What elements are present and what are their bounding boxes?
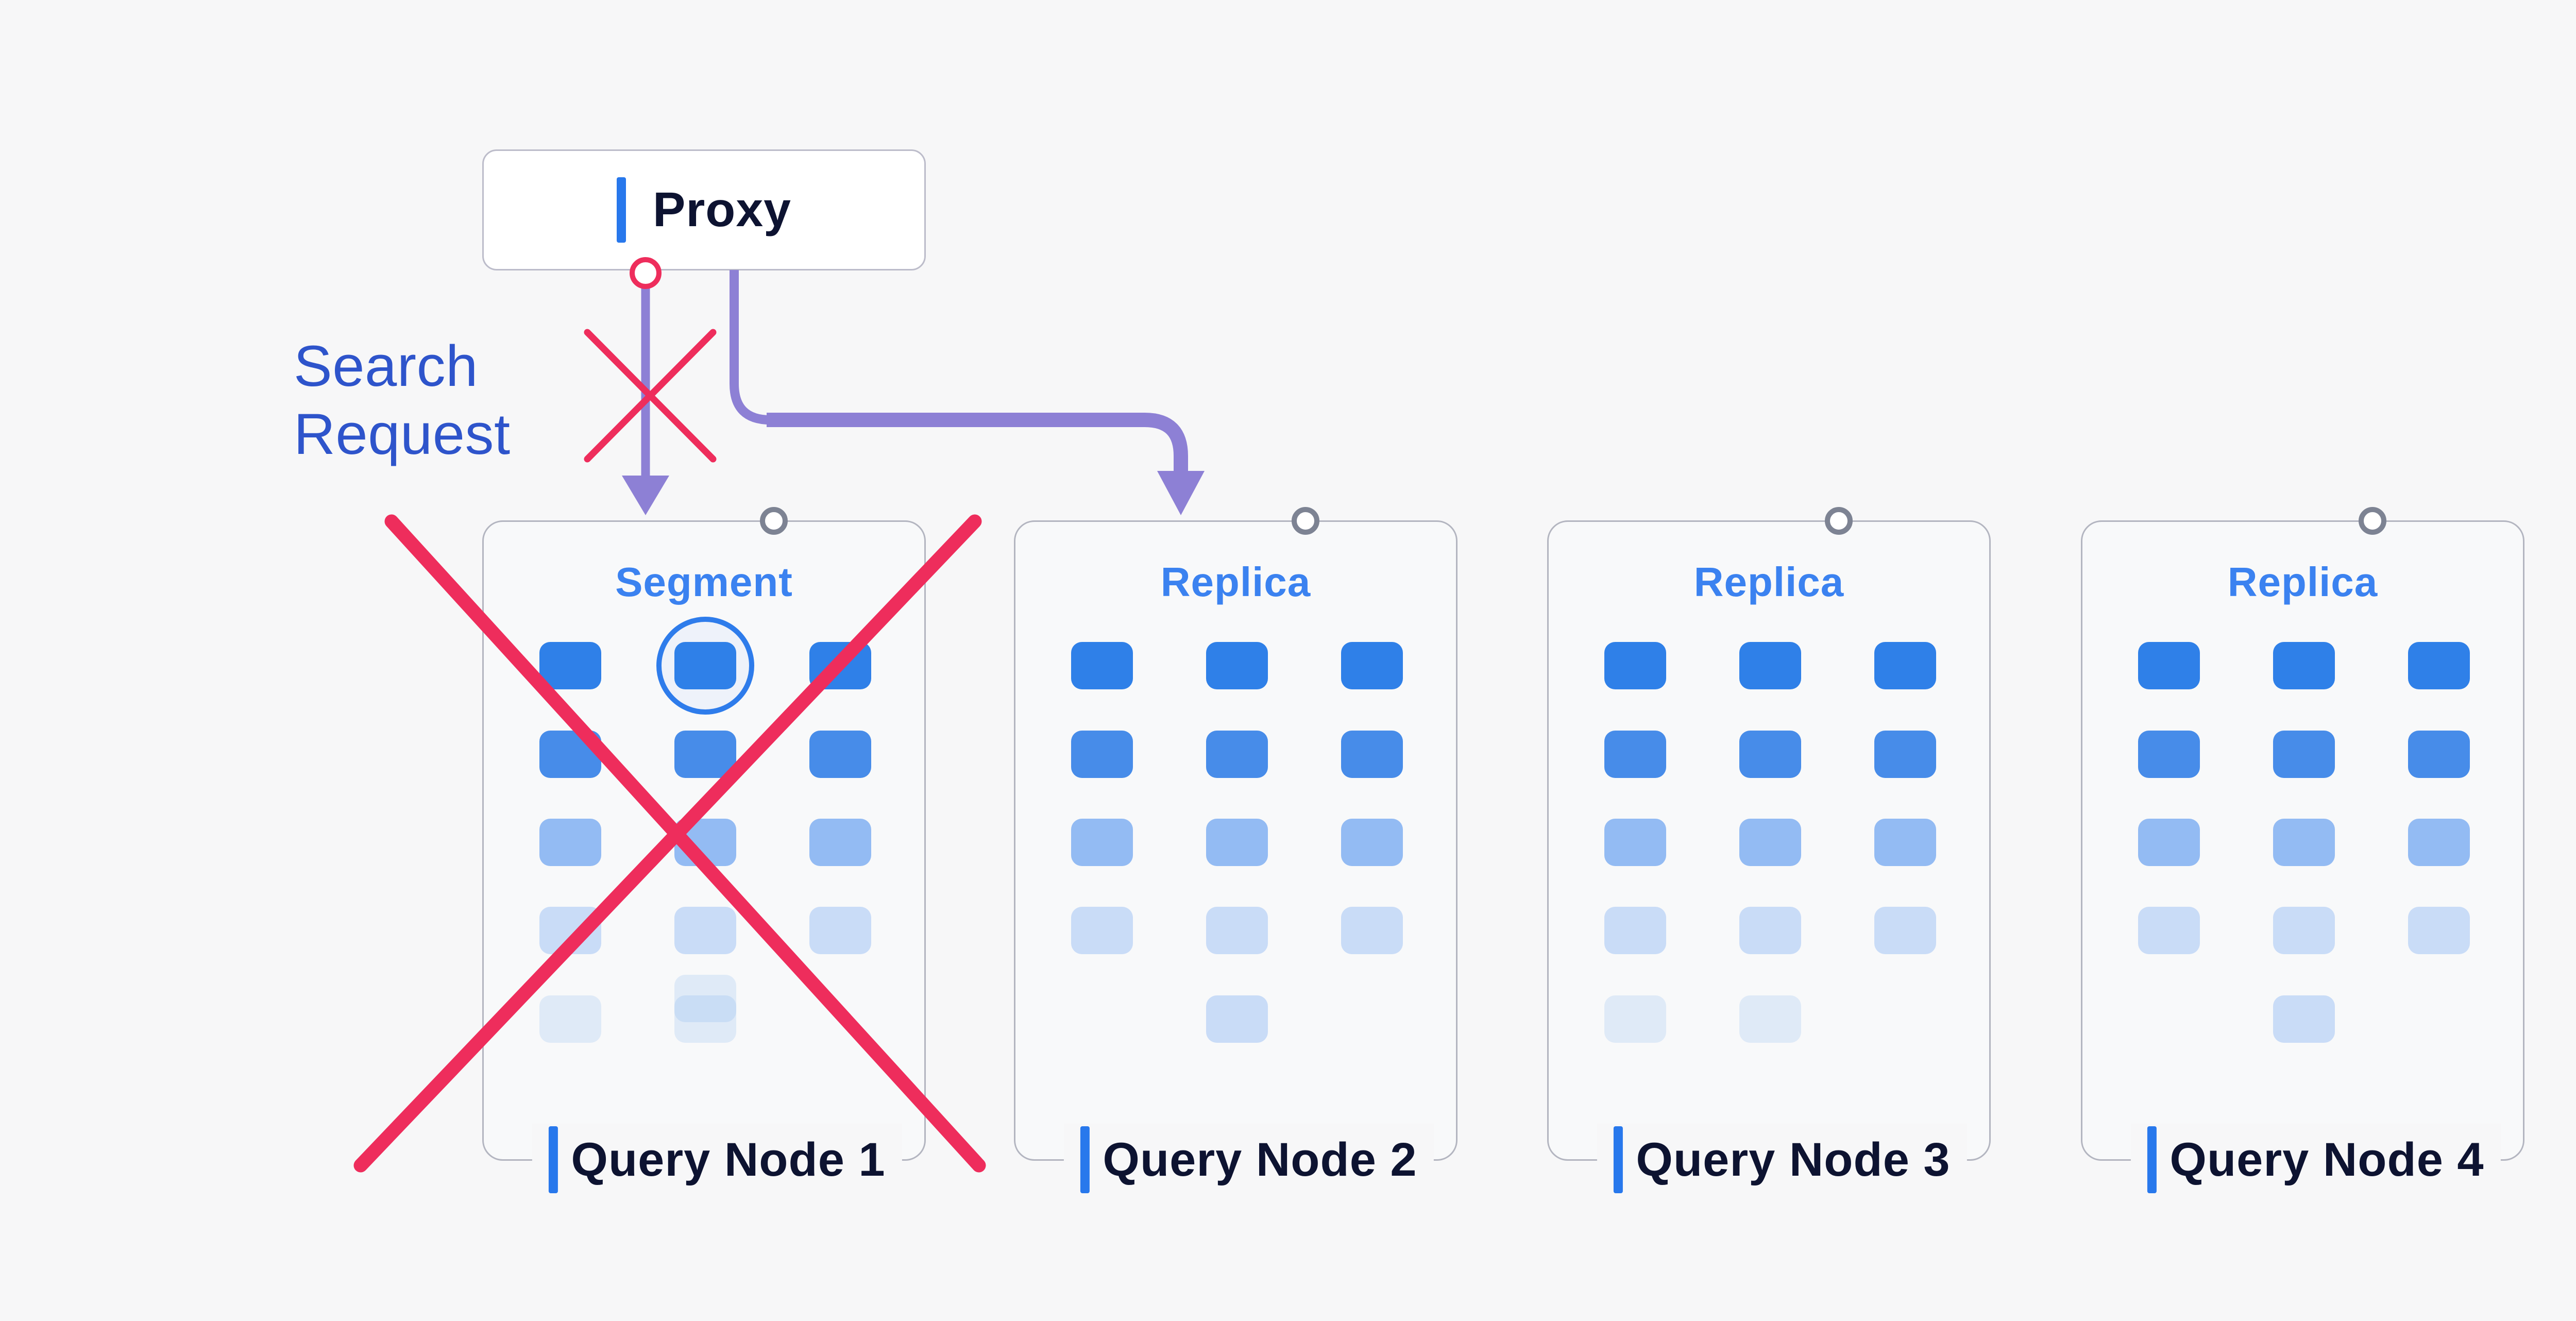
- node-label-text: Query Node 3: [1636, 1133, 1951, 1186]
- segment-cell: [674, 731, 736, 778]
- node-type-title: Replica: [2227, 559, 2378, 605]
- query-node-card: Replica Query Node 2: [1014, 507, 1458, 1196]
- segment-cell: [674, 995, 736, 1043]
- node-label: Query Node 2: [1063, 1124, 1434, 1196]
- segment-cell: [1206, 995, 1268, 1043]
- proxy-accent-bar-icon: [616, 177, 626, 243]
- segment-cell: [674, 819, 736, 866]
- port-circle-icon: [1292, 507, 1319, 535]
- segment-cell: [1739, 819, 1801, 866]
- segment-cell: [1341, 907, 1403, 954]
- segment-cell: [2138, 642, 2200, 689]
- node-label-text: Query Node 2: [1103, 1133, 1417, 1186]
- proxy-box: Proxy: [482, 149, 926, 270]
- segment-cell: [2273, 731, 2335, 778]
- segment-cell: [2408, 907, 2470, 954]
- segment-cell: [809, 731, 871, 778]
- segment-cell: [1604, 995, 1666, 1043]
- node-type-title: Replica: [1693, 559, 1844, 605]
- segment-cell: [2408, 819, 2470, 866]
- label-accent-bar-icon: [1613, 1126, 1623, 1193]
- segments-grid: [484, 522, 924, 1159]
- query-node-card: Segment Query Node 1: [482, 507, 926, 1196]
- node-label: Query Node 3: [1597, 1124, 1967, 1196]
- port-circle-icon: [1825, 507, 1853, 535]
- segment-cell: [1071, 907, 1133, 954]
- node-type-title: Replica: [1160, 559, 1311, 605]
- label-accent-bar-icon: [548, 1126, 558, 1193]
- segment-cell: [1206, 642, 1268, 689]
- segment-cell: [809, 907, 871, 954]
- segment-cell: [1874, 819, 1936, 866]
- segment-cell: [1071, 642, 1133, 689]
- segment-cell: [2408, 642, 2470, 689]
- segment-cell: [539, 907, 601, 954]
- segment-cell: [2273, 995, 2335, 1043]
- segment-cell: [1341, 642, 1403, 689]
- segment-cell: [1604, 907, 1666, 954]
- segments-grid: [1015, 522, 1456, 1159]
- node-label: Query Node 1: [532, 1124, 902, 1196]
- segment-cell: [1206, 731, 1268, 778]
- segment-cell: [2138, 907, 2200, 954]
- segment-cell: [539, 731, 601, 778]
- segment-cell: [674, 642, 736, 689]
- segment-cell: [1604, 731, 1666, 778]
- segment-cell: [2408, 731, 2470, 778]
- segment-cell: [809, 642, 871, 689]
- segment-cell: [539, 642, 601, 689]
- label-accent-bar-icon: [1080, 1126, 1090, 1193]
- segment-cell: [1739, 642, 1801, 689]
- segment-cell: [1206, 907, 1268, 954]
- segments-grid: [2082, 522, 2523, 1159]
- segment-cell: [1604, 642, 1666, 689]
- segment-cell: [1874, 642, 1936, 689]
- segment-cell: [539, 819, 601, 866]
- segment-cell: [809, 819, 871, 866]
- segments-grid: [1549, 522, 1989, 1159]
- segment-cell: [1341, 819, 1403, 866]
- segment-cell: [1874, 907, 1936, 954]
- node-label-text: Query Node 4: [2170, 1133, 2484, 1186]
- port-circle-icon: [2359, 507, 2386, 535]
- label-accent-bar-icon: [2147, 1126, 2157, 1193]
- segment-cell: [1071, 731, 1133, 778]
- search-request-label: Search Request: [294, 334, 511, 466]
- segment-cell: [2273, 642, 2335, 689]
- segment-cell: [2273, 907, 2335, 954]
- segment-cell: [1341, 731, 1403, 778]
- segment-cell: [2138, 731, 2200, 778]
- segment-cell: [2273, 819, 2335, 866]
- segment-cell: [1739, 907, 1801, 954]
- query-node-card: Replica Query Node 3: [1547, 507, 1991, 1196]
- port-circle-icon: [760, 507, 788, 535]
- segment-cell: [1206, 819, 1268, 866]
- segment-cell: [674, 907, 736, 954]
- query-node-card: Replica Query Node 4: [2081, 507, 2524, 1196]
- segment-cell: [2138, 819, 2200, 866]
- segment-cell: [1071, 819, 1133, 866]
- segment-cell: [1739, 731, 1801, 778]
- proxy-label: Proxy: [652, 182, 792, 237]
- segment-cell: [539, 995, 601, 1043]
- segment-cell: [1874, 731, 1936, 778]
- node-label-text: Query Node 1: [571, 1133, 886, 1186]
- segment-cell: [1604, 819, 1666, 866]
- node-label: Query Node 4: [2130, 1124, 2501, 1196]
- segment-cell: [1739, 995, 1801, 1043]
